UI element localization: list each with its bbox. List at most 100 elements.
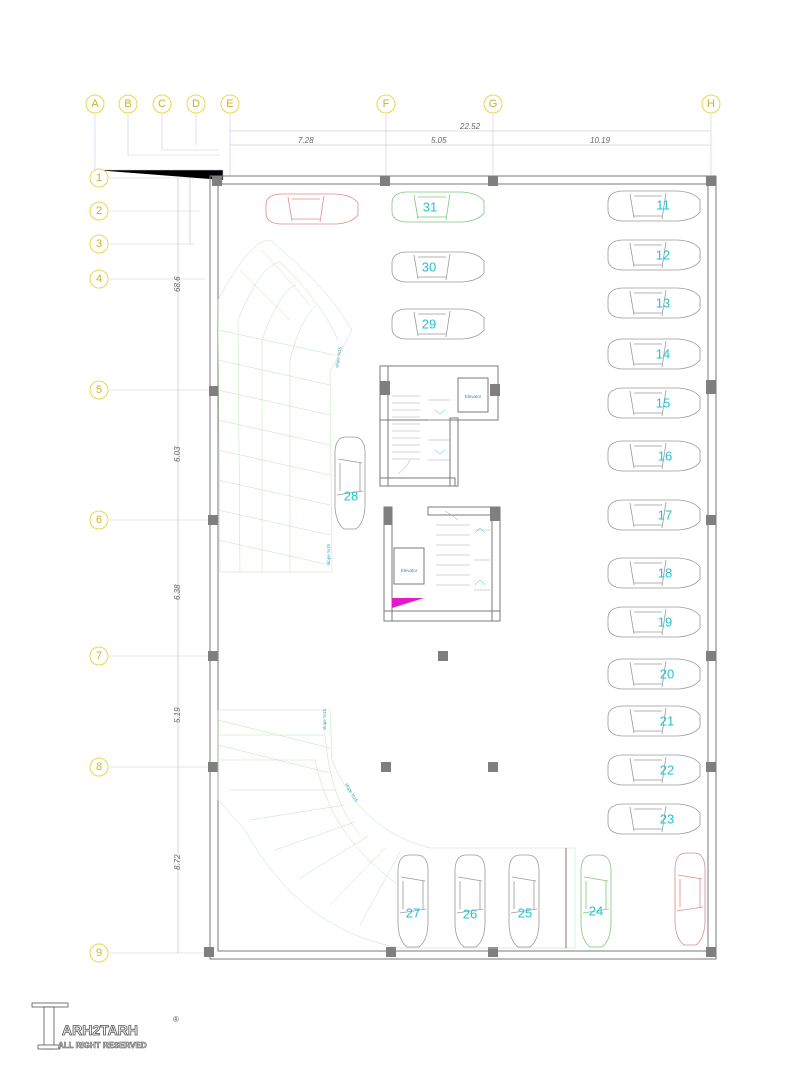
parking-space-28: 28 xyxy=(334,436,366,530)
dim-seg-2: 5.05 xyxy=(431,136,447,145)
grid-bubble-5: 5 xyxy=(89,380,109,400)
parking-space-14: 14 xyxy=(607,338,701,370)
svg-text:7: 7 xyxy=(96,650,102,662)
parking-space-21: 21 xyxy=(607,705,701,737)
dim-seg-3: 10.19 xyxy=(590,136,611,145)
brand-logo: ARH2TARH ALL RIGHT RESERVED ® xyxy=(31,1002,179,1050)
logo-main-text: ARH2TARH xyxy=(62,1022,138,1038)
svg-text:26: 26 xyxy=(463,907,477,922)
svg-text:E: E xyxy=(226,98,233,110)
svg-text:15: 15 xyxy=(656,396,670,411)
svg-text:12: 12 xyxy=(656,248,670,263)
parking-space-20: 20 xyxy=(607,658,701,690)
ramp-slope-label-1: slope %15 xyxy=(334,346,343,368)
parking-bottom-row: 27 26 25 24 xyxy=(397,848,706,948)
grid-row-bubbles: 1 2 3 4 5 6 7 8 9 xyxy=(89,168,109,963)
outer-walls xyxy=(209,175,717,960)
svg-text:30: 30 xyxy=(422,260,436,275)
grid-bubble-G: G xyxy=(483,94,503,114)
grid-bubble-6: 6 xyxy=(89,510,109,530)
dim-v-3: 6.38 xyxy=(173,584,182,600)
grid-bubble-2: 2 xyxy=(89,201,109,221)
svg-text:H: H xyxy=(707,98,715,110)
svg-text:17: 17 xyxy=(658,508,672,523)
parking-space-25: 25 xyxy=(508,854,540,948)
vertical-dimensions: 68.6 6.03 6.38 5.19 8.72 xyxy=(173,178,191,953)
parked-car-red-bottom xyxy=(674,852,706,946)
parking-space-11: 11 xyxy=(607,190,701,222)
parking-space-15: 15 xyxy=(607,387,701,419)
svg-text:31: 31 xyxy=(423,200,437,215)
svg-text:24: 24 xyxy=(589,904,603,919)
dim-v-2: 6.03 xyxy=(173,446,182,462)
logo-pillar-icon xyxy=(31,1002,69,1050)
svg-text:29: 29 xyxy=(422,317,436,332)
svg-text:27: 27 xyxy=(406,906,420,921)
svg-text:23: 23 xyxy=(660,812,674,827)
structural-columns xyxy=(204,176,716,957)
grid-column-bubbles: A B C D E F G H xyxy=(85,94,721,114)
ramp-slope-label-2: slope %15 xyxy=(326,543,331,565)
parking-space-17: 17 xyxy=(607,499,701,531)
grid-bubble-F: F xyxy=(376,94,396,114)
grid-bubble-D: D xyxy=(186,94,206,114)
logo-sub-text: ALL RIGHT RESERVED xyxy=(58,1041,147,1050)
parking-space-30: 30 xyxy=(391,251,485,283)
grid-bubble-9: 9 xyxy=(89,943,109,963)
svg-text:2: 2 xyxy=(96,205,102,217)
ramp-slope-label-3: slope %15 xyxy=(322,708,327,730)
grid-bubble-H: H xyxy=(701,94,721,114)
dim-total: 22.52 xyxy=(459,122,481,131)
svg-text:8: 8 xyxy=(96,761,102,773)
svg-text:4: 4 xyxy=(96,273,102,285)
parking-space-23: 23 xyxy=(607,803,701,835)
svg-text:F: F xyxy=(383,98,390,110)
grid-bubble-C: C xyxy=(152,94,172,114)
grid-bubble-1: 1 xyxy=(89,168,109,188)
grid-lines xyxy=(94,114,712,954)
dim-v-4: 5.19 xyxy=(173,707,182,723)
grid-bubble-8: 8 xyxy=(89,757,109,777)
svg-text:19: 19 xyxy=(658,615,672,630)
parking-center-column: 31 30 29 28 xyxy=(265,191,485,530)
svg-text:14: 14 xyxy=(656,347,670,362)
parking-space-19: 19 xyxy=(607,606,701,638)
parking-space-22: 22 xyxy=(607,754,701,786)
grid-bubble-B: B xyxy=(118,94,138,114)
parking-space-16: 16 xyxy=(607,440,701,472)
svg-text:22: 22 xyxy=(660,763,674,778)
parking-space-29: 29 xyxy=(391,308,485,340)
svg-text:20: 20 xyxy=(660,667,674,682)
svg-text:A: A xyxy=(91,98,99,110)
svg-text:13: 13 xyxy=(656,296,670,311)
svg-text:D: D xyxy=(192,98,200,110)
parking-space-26: 26 xyxy=(454,854,486,948)
elevator-label-2: Elevator xyxy=(401,568,418,573)
svg-text:11: 11 xyxy=(656,198,670,213)
grid-bubble-3: 3 xyxy=(89,234,109,254)
svg-text:B: B xyxy=(124,98,131,110)
svg-text:1: 1 xyxy=(96,172,102,184)
svg-text:3: 3 xyxy=(96,238,102,250)
dim-v-1: 68.6 xyxy=(173,276,182,292)
parked-car-red-top xyxy=(265,193,359,225)
svg-text:6: 6 xyxy=(96,514,102,526)
dim-v-5: 8.72 xyxy=(173,854,182,870)
svg-text:G: G xyxy=(489,98,498,110)
svg-text:25: 25 xyxy=(518,906,532,921)
upper-ramp: slope %15 slope %15 xyxy=(217,239,353,573)
core-lower: Elevator xyxy=(383,506,501,622)
horizontal-dimensions: 22.52 7.28 5.05 10.19 xyxy=(230,122,711,146)
svg-text:16: 16 xyxy=(658,449,672,464)
parking-space-31: 31 xyxy=(391,191,485,223)
svg-text:28: 28 xyxy=(344,489,358,504)
parking-space-12: 12 xyxy=(607,239,701,271)
logo-registered-mark: ® xyxy=(173,1015,179,1024)
ramp-slope-label-4: slope %15 xyxy=(344,782,359,803)
parking-space-13: 13 xyxy=(607,287,701,319)
svg-text:21: 21 xyxy=(660,714,674,729)
parking-right-column: 11 12 13 14 15 16 17 18 19 20 21 22 23 xyxy=(607,190,701,835)
grid-bubble-7: 7 xyxy=(89,646,109,666)
svg-text:9: 9 xyxy=(96,947,102,959)
